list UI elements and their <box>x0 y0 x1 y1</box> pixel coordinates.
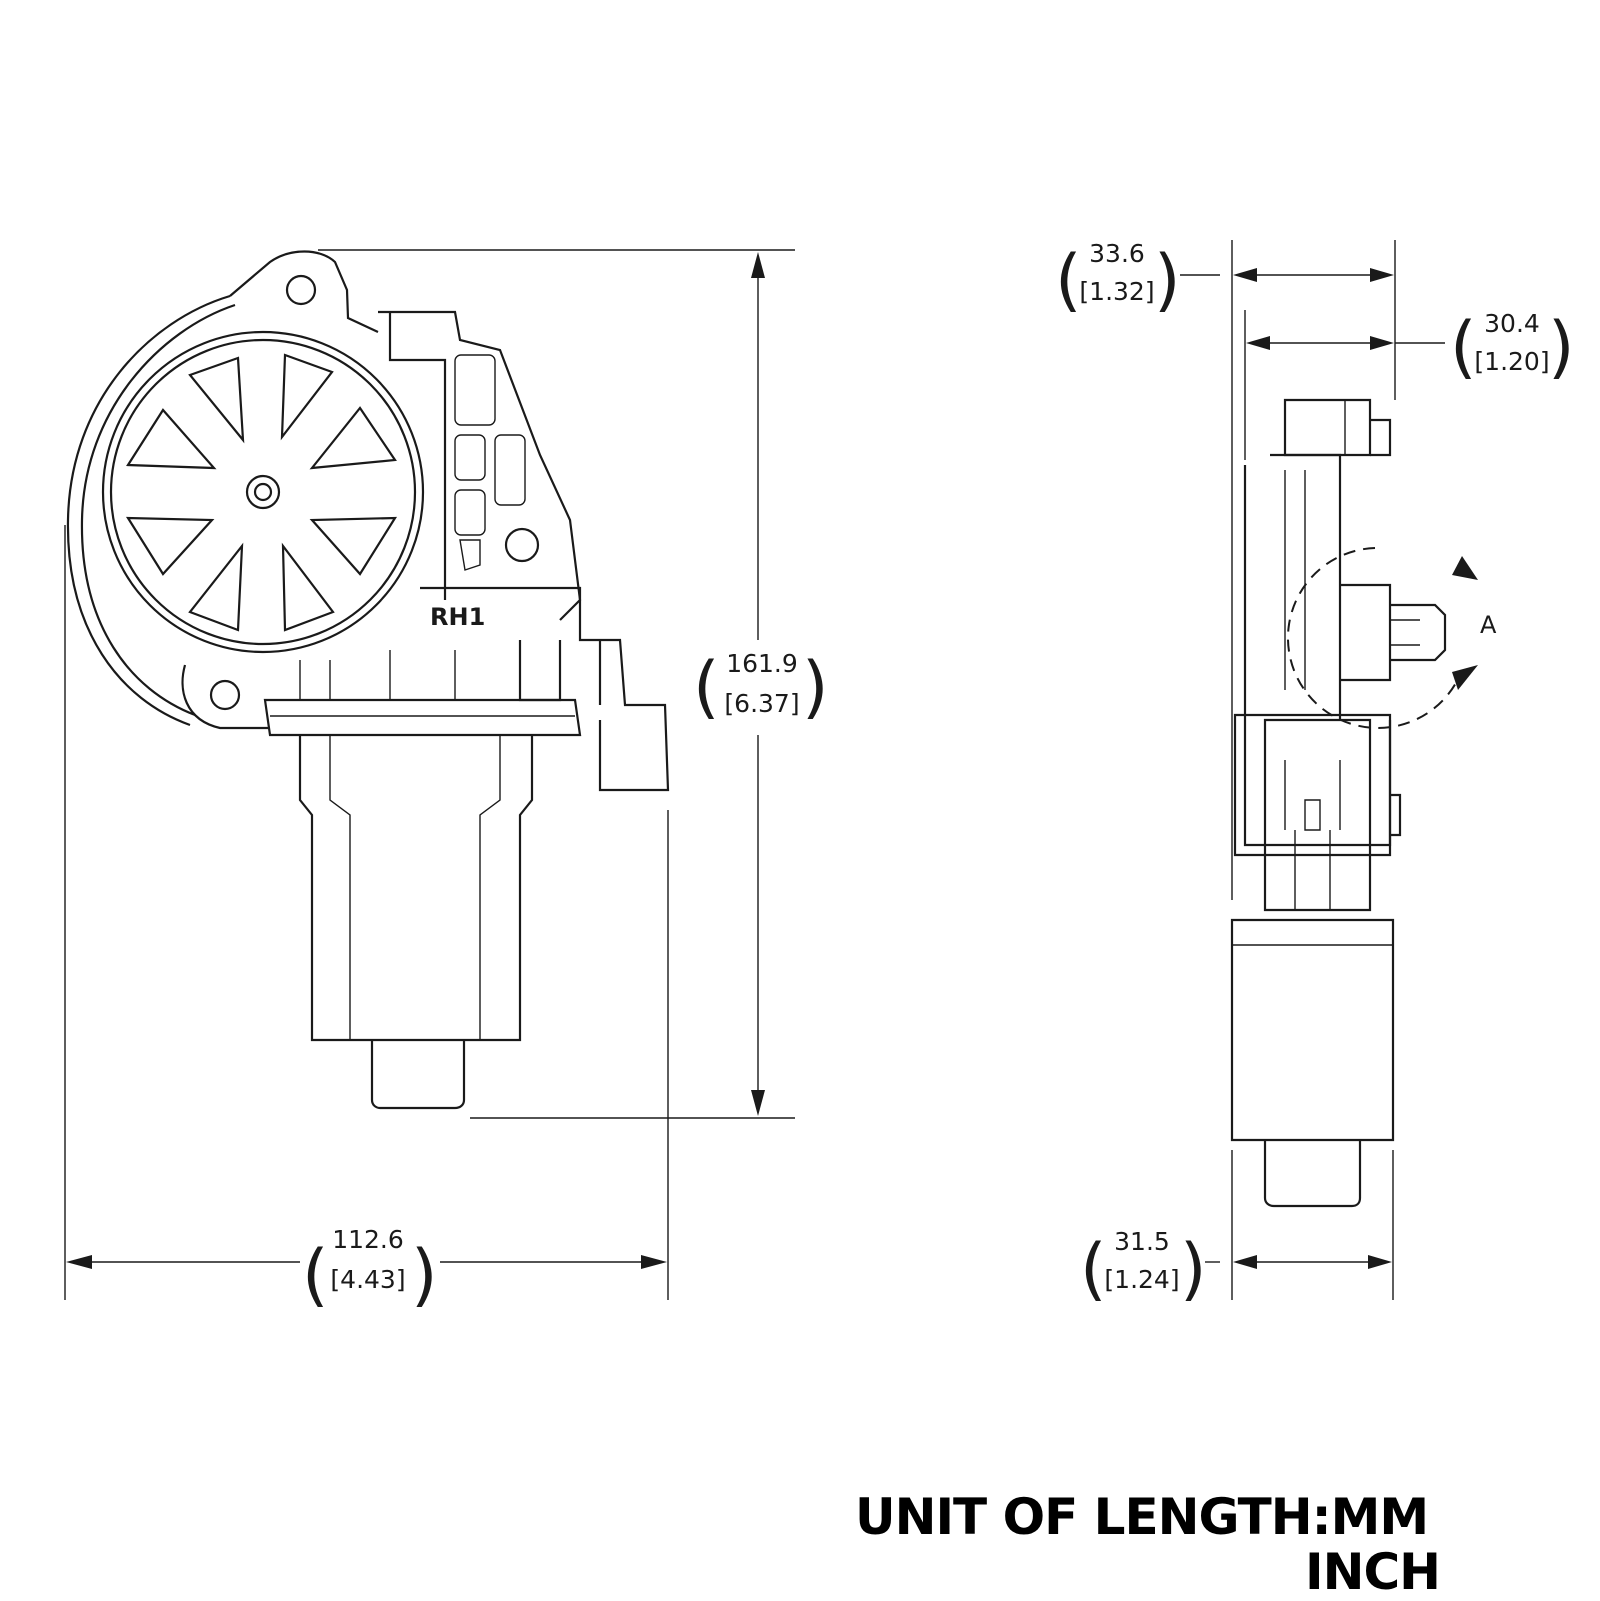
motor-depth-inch-label: [1.24] <box>1104 1265 1179 1294</box>
svg-text:): ) <box>1548 308 1575 387</box>
unit-of-length-title: UNIT OF LENGTH:MM <box>855 1488 1429 1546</box>
dim-width: ( ) 112.6 [4.43] <box>64 525 669 1315</box>
unit-inch-label: INCH <box>1305 1543 1441 1601</box>
svg-text:(: ( <box>302 1236 329 1315</box>
svg-text:): ) <box>411 1236 438 1315</box>
dim-overall-depth: ( ) 33.6 [1.32] <box>1055 239 1396 900</box>
width-inch-label: [4.43] <box>330 1265 405 1294</box>
svg-text:(: ( <box>1080 1230 1107 1309</box>
dim-housing-depth: ( ) 30.4 [1.20] <box>1244 308 1575 460</box>
width-mm-label: 112.6 <box>332 1225 404 1254</box>
dim-height: ( ) 161.9 [6.37] <box>318 249 829 1119</box>
svg-text:): ) <box>802 648 829 727</box>
side-view: A <box>1230 398 1497 1208</box>
svg-text:(: ( <box>1055 241 1082 320</box>
gear-windows <box>125 353 398 632</box>
housing-depth-inch-label: [1.20] <box>1474 347 1549 376</box>
height-inch-label: [6.37] <box>724 689 799 718</box>
rotation-label: A <box>1480 611 1497 639</box>
front-view: RH1 <box>66 250 670 1110</box>
svg-text:(: ( <box>693 648 720 727</box>
housing-depth-mm-label: 30.4 <box>1484 309 1540 338</box>
height-mm-label: 161.9 <box>726 649 798 678</box>
overall-depth-mm-label: 33.6 <box>1089 239 1145 268</box>
svg-text:(: ( <box>1450 308 1477 387</box>
overall-depth-inch-label: [1.32] <box>1079 277 1154 306</box>
svg-text:): ) <box>1154 241 1181 320</box>
part-mark-label: RH1 <box>430 603 485 631</box>
dim-motor-depth: ( ) 31.5 [1.24] <box>1080 1150 1394 1309</box>
motor-depth-mm-label: 31.5 <box>1114 1227 1170 1256</box>
svg-text:): ) <box>1180 1230 1207 1309</box>
